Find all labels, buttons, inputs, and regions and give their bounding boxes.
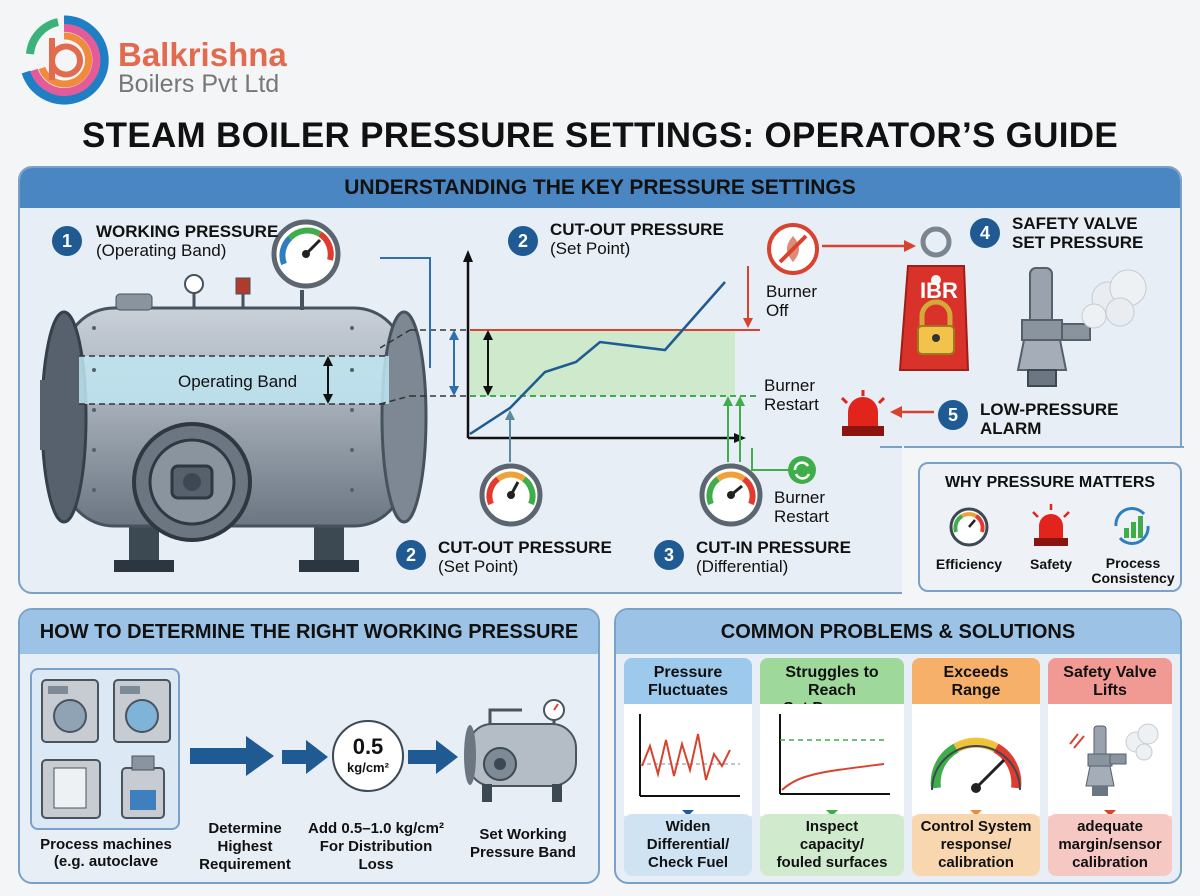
problem-card-struggles: Struggles to ReachSet Pressure Inspectca… bbox=[760, 658, 904, 876]
operating-band-label: Operating Band bbox=[178, 372, 298, 391]
fluctuation-chart-icon bbox=[639, 714, 740, 816]
step-badge-2-top: 2 bbox=[508, 226, 538, 256]
step-badge-4: 4 bbox=[970, 218, 1000, 248]
step-badge-1: 1 bbox=[52, 226, 82, 256]
flow-arrow-2 bbox=[282, 740, 328, 774]
safety-valve-icon bbox=[1016, 267, 1147, 387]
flow-arrow-1 bbox=[190, 736, 274, 776]
cut-out-gauge-icon bbox=[479, 463, 543, 527]
small-boiler-icon bbox=[464, 699, 577, 802]
cut-out-pressure-label-top: CUT-OUT PRESSURE(Set Point) bbox=[550, 220, 724, 258]
cut-in-pressure-label: CUT-IN PRESSURE(Differential) bbox=[696, 538, 851, 576]
problems-header: COMMON PROBLEMS & SOLUTIONS bbox=[616, 610, 1180, 654]
why-pressure-title: WHY PRESSURE MATTERS bbox=[944, 474, 1156, 491]
cycle-chart-icon bbox=[1114, 507, 1150, 545]
burner-off-icon bbox=[767, 223, 819, 275]
cut-out-pressure-label-bottom: CUT-OUT PRESSURE(Set Point) bbox=[438, 538, 612, 576]
working-pressure-gauge-icon bbox=[271, 219, 341, 289]
problem-title: Struggles to ReachSet Pressure bbox=[760, 658, 904, 717]
why-item-safety: Safety bbox=[1029, 556, 1073, 572]
determine-header: HOW TO DETERMINE THE RIGHT WORKING PRESS… bbox=[20, 610, 598, 654]
arrow-to-alarm bbox=[890, 406, 934, 418]
step-badge-5: 5 bbox=[938, 400, 968, 430]
boiler-illustration bbox=[40, 274, 428, 572]
safety-valve-lift-icon bbox=[1069, 723, 1159, 816]
cut-in-gauge-icon bbox=[699, 463, 763, 527]
arrow-to-ibr bbox=[822, 240, 916, 252]
restart-connector bbox=[751, 448, 816, 484]
step-badge-3: 3 bbox=[654, 540, 684, 570]
margin-unit: kg/cm² bbox=[347, 760, 389, 775]
margin-value: 0.5 bbox=[352, 734, 384, 759]
brand-name: Balkrishna bbox=[118, 36, 287, 73]
gauge-icon bbox=[949, 507, 989, 547]
process-machines-icon bbox=[41, 679, 171, 819]
ibr-label: IBR bbox=[920, 278, 958, 303]
flow-arrow-3 bbox=[408, 740, 458, 774]
why-item-process-consistency: Process Consistency bbox=[1091, 555, 1175, 586]
ibr-lock-tag-icon bbox=[898, 226, 970, 371]
process-machines-label: Process machines(e.g. autoclave bbox=[40, 836, 172, 870]
distribution-margin-circle bbox=[332, 720, 404, 792]
why-item-efficiency: Efficiency bbox=[935, 556, 1003, 572]
alarm-light-icon bbox=[840, 390, 886, 436]
pressure-cycle-diagram bbox=[380, 250, 760, 462]
step-badge-2-bottom: 2 bbox=[396, 540, 426, 570]
page-title: STEAM BOILER PRESSURE SETTINGS: OPERATOR… bbox=[82, 116, 1118, 155]
brand-subtitle: Boilers Pvt Ltd bbox=[118, 70, 280, 98]
alarm-light-icon bbox=[1032, 504, 1070, 546]
exceeds-gauge-icon bbox=[930, 737, 1022, 816]
brand-logo bbox=[21, 15, 109, 105]
key-settings-header: UNDERSTANDING THE KEY PRESSURE SETTINGS bbox=[20, 168, 1180, 208]
working-pressure-label: WORKING PRESSURE(Operating Band) bbox=[96, 222, 279, 260]
struggle-chart-icon bbox=[779, 714, 890, 816]
